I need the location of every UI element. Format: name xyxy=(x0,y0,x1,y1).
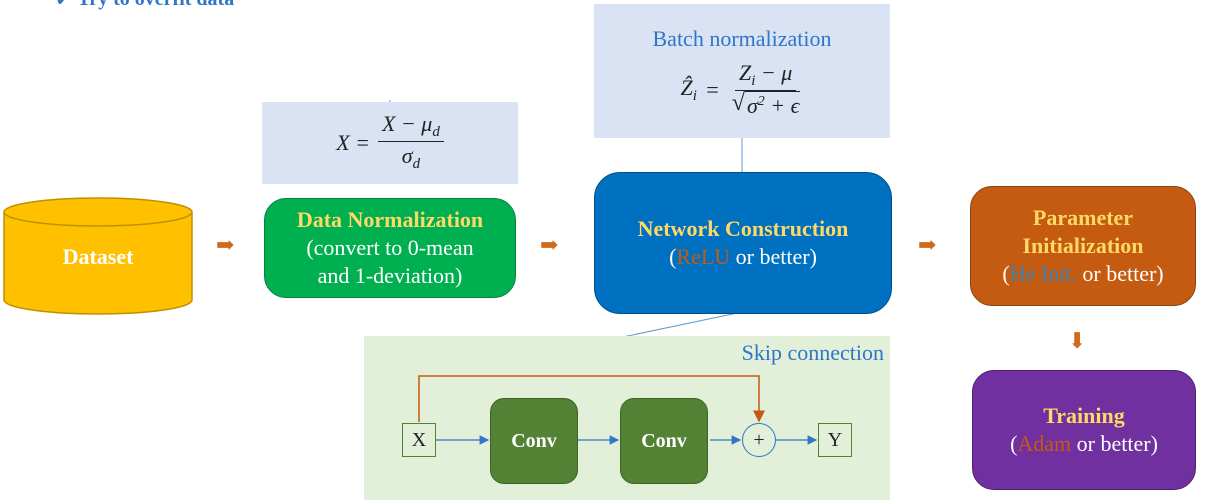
arrow-right-icon: ➡ xyxy=(540,232,559,257)
data-norm-line2: and 1-deviation) xyxy=(317,263,463,289)
skip-connection-panel: Skip connection X Conv Conv + Y xyxy=(364,336,890,500)
header: ✔ Try to overfit data xyxy=(56,0,234,11)
formula-denominator-subscript: d xyxy=(412,156,421,173)
network-highlight: ReLU xyxy=(676,244,731,269)
batch-norm-title: Batch normalization xyxy=(652,26,832,51)
batch-norm-formula: Ẑi = Zi − μ √ σ2 + ϵ xyxy=(680,60,803,121)
training-title: Training xyxy=(1043,402,1125,428)
data-norm-formula: X = X − μd σd xyxy=(336,111,444,175)
data-norm-formula-box: X = X − μd σd xyxy=(262,102,518,184)
formula-denominator: σ xyxy=(401,143,413,169)
param-title-line1: Parameter xyxy=(1032,204,1134,230)
bn-denominator-rest: + ϵ xyxy=(764,93,800,118)
training-subtitle: (Adam or better) xyxy=(1010,430,1158,458)
cylinder-shape xyxy=(3,197,193,315)
parameter-initialization-box: Parameter Initialization (He Init. or be… xyxy=(970,186,1196,306)
sqrt-icon: √ xyxy=(731,90,745,116)
conv-block-1: Conv xyxy=(490,398,578,484)
checkmark-icon: ✔ xyxy=(56,0,70,9)
add-node: + xyxy=(742,423,776,457)
training-open-paren: ( xyxy=(1010,431,1018,456)
dataset-label: Dataset xyxy=(62,244,134,269)
input-x-box: X xyxy=(402,423,436,457)
network-rest: or better) xyxy=(730,244,817,269)
output-y-box: Y xyxy=(818,423,852,457)
data-norm-title: Data Normalization xyxy=(296,206,484,232)
arrow-down-icon: ⬇ xyxy=(1068,328,1087,353)
bn-numerator: Z xyxy=(738,60,752,85)
bn-numerator-rest: − μ xyxy=(755,60,793,85)
batch-norm-box: Batch normalization Ẑi = Zi − μ √ σ2 + ϵ xyxy=(594,4,890,138)
bn-sigma-superscript: 2 xyxy=(757,94,765,109)
conv-block-2: Conv xyxy=(620,398,708,484)
skip-connector xyxy=(617,311,743,339)
param-open-paren: ( xyxy=(1002,261,1010,287)
formula-numerator-subscript: d xyxy=(432,124,440,141)
formula-fraction: X − μd σd xyxy=(377,111,444,175)
formula-lhs: X = xyxy=(336,130,370,155)
skip-title: Skip connection xyxy=(741,340,884,365)
bn-equals: = xyxy=(704,77,720,103)
network-open-paren: ( xyxy=(669,244,677,269)
formula-numerator: X − μ xyxy=(381,111,433,137)
param-rest: or better) xyxy=(1076,261,1164,287)
network-construction-box: Network Construction (ReLU or better) xyxy=(594,172,892,314)
data-norm-line1: (convert to 0-mean xyxy=(306,234,474,260)
skip-lines xyxy=(418,375,818,445)
bn-lhs: Ẑ xyxy=(680,75,693,101)
training-box: Training (Adam or better) xyxy=(972,370,1196,490)
arrow-right-icon: ➡ xyxy=(216,232,235,257)
bn-numerator-subscript: i xyxy=(751,73,756,89)
skip-path xyxy=(418,375,765,423)
param-subtitle: (He Init. or better) xyxy=(1002,260,1163,288)
header-text: Try to overfit data xyxy=(77,0,234,10)
training-rest: or better) xyxy=(1071,431,1158,456)
arrow-right-icon: ➡ xyxy=(918,232,937,257)
bn-sigma: σ xyxy=(746,93,758,118)
training-highlight: Adam xyxy=(1017,431,1072,456)
bn-lhs-subscript: i xyxy=(692,88,697,105)
data-normalization-box: Data Normalization (convert to 0-mean an… xyxy=(264,198,516,298)
bn-fraction: Zi − μ √ σ2 + ϵ xyxy=(728,60,804,121)
network-subtitle: (ReLU or better) xyxy=(669,243,817,271)
dataset-cylinder: Dataset xyxy=(2,196,194,316)
param-highlight: He Init. xyxy=(1009,261,1077,287)
network-title: Network Construction xyxy=(637,215,849,241)
param-title-line2: Initialization xyxy=(1022,232,1144,258)
